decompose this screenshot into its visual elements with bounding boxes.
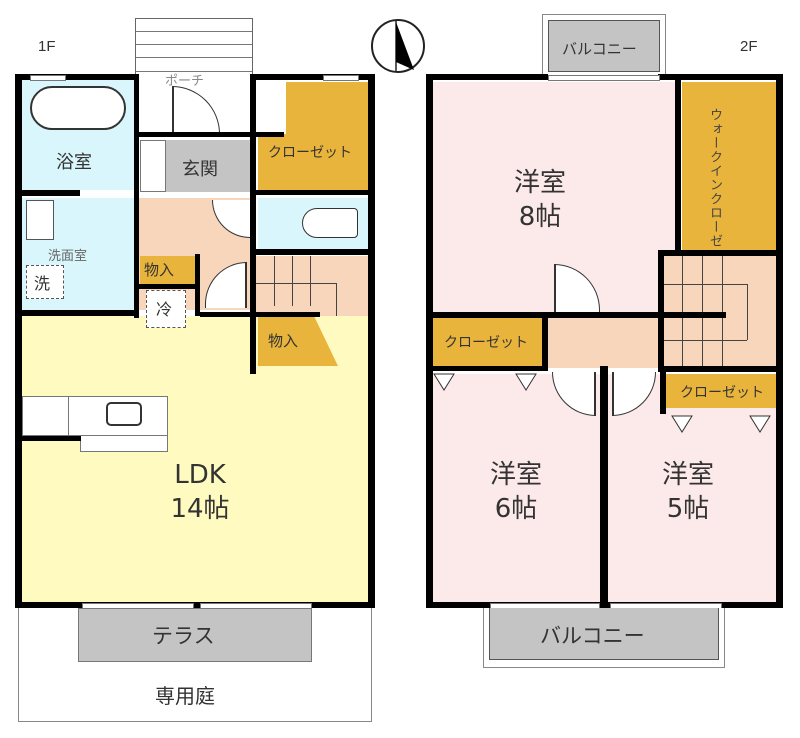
wall — [658, 74, 783, 80]
balcony-top-label: バルコニー — [562, 40, 637, 58]
wall — [426, 366, 548, 371]
wall — [15, 602, 375, 608]
western-room-6 — [432, 374, 600, 602]
wall — [660, 366, 666, 414]
western-room-8-label: 洋室 8帖 — [500, 166, 580, 234]
entrance-label: 玄関 — [182, 159, 218, 180]
entrance-room — [166, 140, 250, 192]
wall — [256, 249, 375, 255]
wall — [658, 366, 783, 372]
closet-2f-left — [432, 318, 542, 368]
walk-in-closet — [682, 82, 776, 250]
wall — [426, 74, 548, 80]
wall — [426, 74, 433, 608]
closet-2f-left-label: クローゼット — [444, 335, 528, 351]
wall — [675, 74, 681, 254]
wall — [368, 74, 375, 608]
closet-1f-white — [258, 82, 286, 134]
porch-label: ポーチ — [165, 74, 205, 89]
wall — [15, 310, 139, 316]
wall — [200, 312, 320, 317]
north-arrow-icon — [370, 18, 426, 74]
kitchen-counter-divider — [68, 396, 69, 436]
fridge-space-overlay — [146, 290, 186, 328]
bathtub — [30, 86, 126, 130]
hall-2f — [548, 318, 660, 368]
washer-label: 洗 — [34, 274, 51, 293]
western-room-5 — [608, 374, 776, 602]
wall — [134, 132, 284, 137]
closet-1f-label: クローゼット — [268, 145, 352, 161]
storage-understairs-label: 物入 — [268, 332, 299, 350]
balcony-top — [542, 14, 666, 76]
kitchen-counter — [22, 396, 168, 436]
wall — [15, 74, 137, 80]
washroom-label: 洗面室 — [48, 249, 88, 264]
western-room-6-size: 6帖 — [494, 494, 538, 524]
fridge-label-overlay: 冷 — [156, 300, 173, 319]
wall — [250, 74, 375, 80]
western-room-6-name: 洋室 — [489, 460, 542, 490]
bath-label: 浴室 — [56, 152, 92, 173]
washbasin — [26, 200, 54, 240]
balcony-bottom — [483, 608, 725, 668]
window — [323, 75, 359, 81]
western-room-8-size: 8帖 — [518, 202, 562, 232]
window — [548, 75, 660, 81]
western-room-8-name: 洋室 — [513, 168, 566, 198]
wall — [134, 74, 139, 318]
garden-label: 専用庭 — [155, 684, 215, 708]
ldk-label: LDK 14帖 — [160, 458, 240, 526]
terrace-label: テラス — [152, 624, 215, 648]
western-room-5-name: 洋室 — [661, 460, 714, 490]
floor-label-1f: 1F — [38, 38, 56, 55]
wall — [658, 250, 664, 368]
wall — [15, 74, 22, 608]
walk-in-closet-label: ウォークインクローゼット — [707, 108, 722, 276]
wall — [600, 366, 608, 608]
balcony-bottom-label: バルコニー — [540, 624, 645, 648]
closet-2f-right-label: クローゼット — [680, 385, 764, 401]
window — [30, 75, 66, 81]
ldk-size: 14帖 — [170, 494, 230, 524]
wall — [250, 190, 375, 195]
western-room-6-label: 洋室 6帖 — [476, 458, 556, 526]
shoe-box — [140, 140, 166, 192]
terrace — [78, 608, 312, 662]
wall — [542, 312, 548, 368]
storage-small-label: 物入 — [144, 261, 175, 279]
wall — [250, 312, 256, 374]
floor-label-2f: 2F — [740, 38, 758, 55]
kitchen-counter-lower — [80, 436, 168, 452]
wall — [776, 74, 783, 608]
closet-2f-right — [666, 374, 776, 408]
western-room-5-label: 洋室 5帖 — [648, 458, 728, 526]
sink-icon — [106, 402, 142, 426]
western-room-5-size: 5帖 — [666, 494, 710, 524]
wall — [138, 284, 200, 289]
wall — [250, 74, 256, 370]
storage-small — [140, 256, 195, 284]
wall — [426, 312, 726, 318]
wall — [15, 436, 81, 441]
wall — [15, 190, 80, 196]
wall — [658, 250, 783, 256]
washer-space — [26, 265, 64, 299]
closet-door-markers — [433, 373, 771, 433]
toilet — [302, 208, 358, 238]
ldk-name: LDK — [174, 460, 226, 490]
